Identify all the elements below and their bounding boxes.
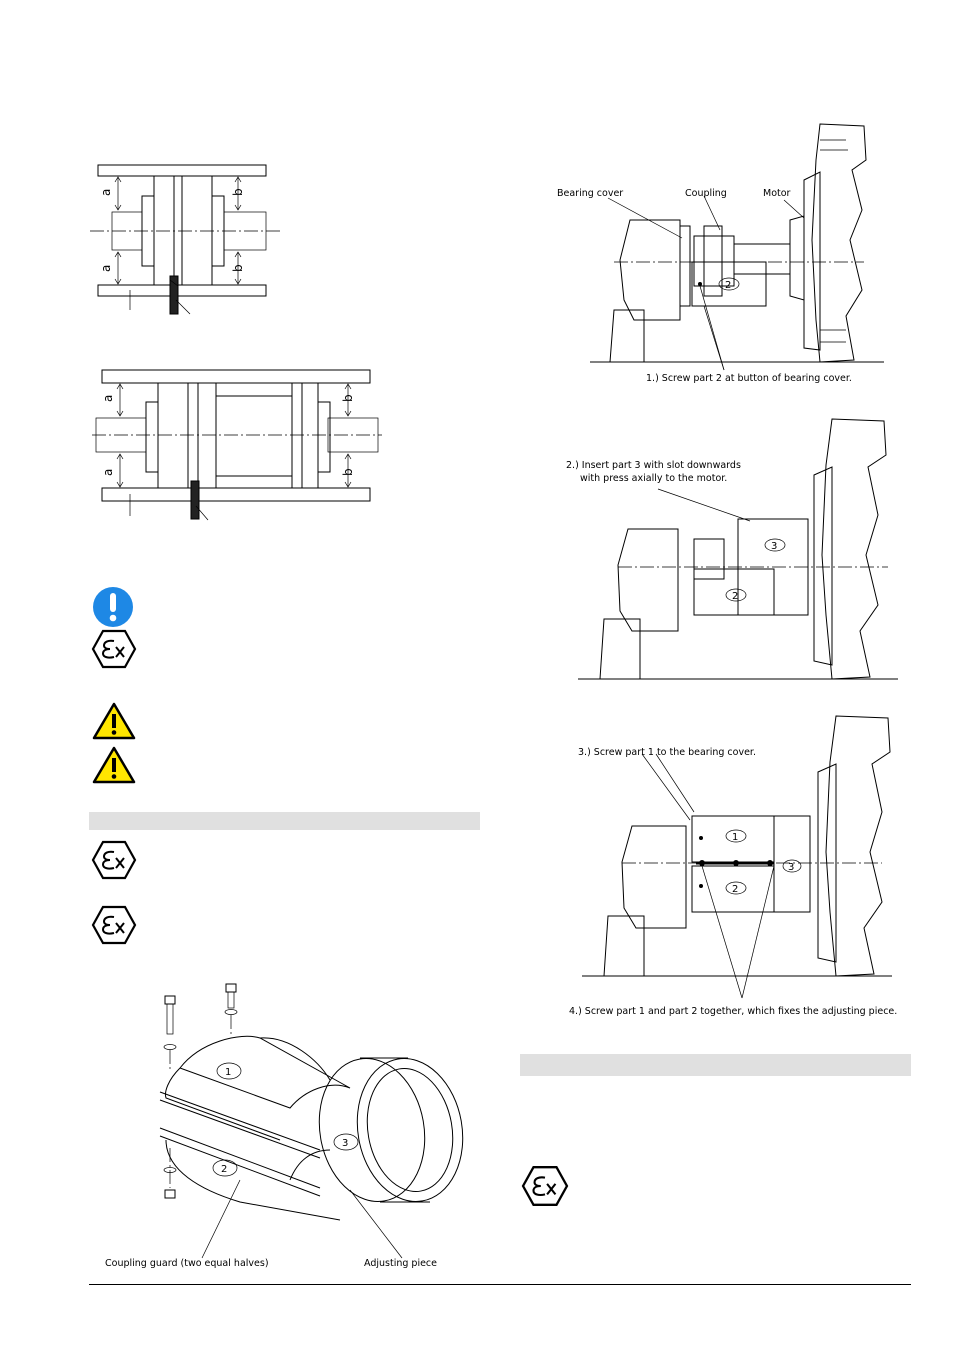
step3-caption: 3.) Screw part 1 to the bearing cover. <box>578 747 756 758</box>
step2-part-3: 3 <box>771 541 777 552</box>
explosion-protection-icon-2 <box>91 840 137 880</box>
exploded-coupling-guard: 1 2 3 <box>159 983 464 1259</box>
explosion-protection-icon <box>91 629 137 669</box>
label-adjusting-piece: Adjusting piece <box>364 1258 437 1269</box>
step1-part-2: 2 <box>725 280 731 291</box>
dim-label-a-top: a <box>99 189 113 196</box>
step2-part-2: 2 <box>732 591 738 602</box>
label-coupling-guard: Coupling guard (two equal halves) <box>105 1258 269 1269</box>
step2-caption-line2: with press axially to the motor. <box>580 473 728 484</box>
dim-label-b-top-2: b <box>341 394 355 402</box>
exploded-part-3: 3 <box>342 1138 348 1149</box>
explosion-protection-icon-4 <box>521 1166 569 1206</box>
dim-label-b-bottom-2: b <box>341 468 355 476</box>
dim-label-a-bottom-2: a <box>101 469 115 476</box>
dim-label-a-bottom: a <box>99 265 113 272</box>
exploded-part-1: 1 <box>225 1067 231 1078</box>
footer-rule <box>89 1284 911 1285</box>
warning-icon-2 <box>92 746 136 784</box>
section-header-bar-left <box>89 812 480 830</box>
dim-label-b-bottom: b <box>231 264 245 272</box>
step3-part-2: 2 <box>732 884 738 895</box>
step4-caption: 4.) Screw part 1 and part 2 together, wh… <box>569 1006 898 1017</box>
dim-label-a-top-2: a <box>101 395 115 402</box>
assembly-step-2-drawing: 3 2 <box>578 418 898 680</box>
explosion-protection-icon-3 <box>91 905 137 945</box>
alignment-figure-spacer: a a b b <box>92 369 382 521</box>
assembly-step-3-drawing: 3 1 2 <box>582 715 892 999</box>
label-bearing-cover: Bearing cover <box>557 188 624 199</box>
exploded-part-2: 2 <box>221 1164 227 1175</box>
assembly-step-1-drawing: 2 <box>590 123 884 371</box>
notice-icon <box>93 587 133 627</box>
section-header-bar-right <box>520 1054 911 1076</box>
label-motor: Motor <box>763 188 791 199</box>
step3-part-1: 1 <box>732 832 738 843</box>
step2-caption-line1: 2.) Insert part 3 with slot downwards <box>566 460 741 471</box>
warning-icon <box>92 702 136 740</box>
label-coupling: Coupling <box>685 188 727 199</box>
step1-caption: 1.) Screw part 2 at button of bearing co… <box>646 373 852 384</box>
alignment-figure-single: a a b b <box>90 164 280 315</box>
dim-label-b-top: b <box>231 188 245 196</box>
step3-part-3: 3 <box>788 862 794 873</box>
